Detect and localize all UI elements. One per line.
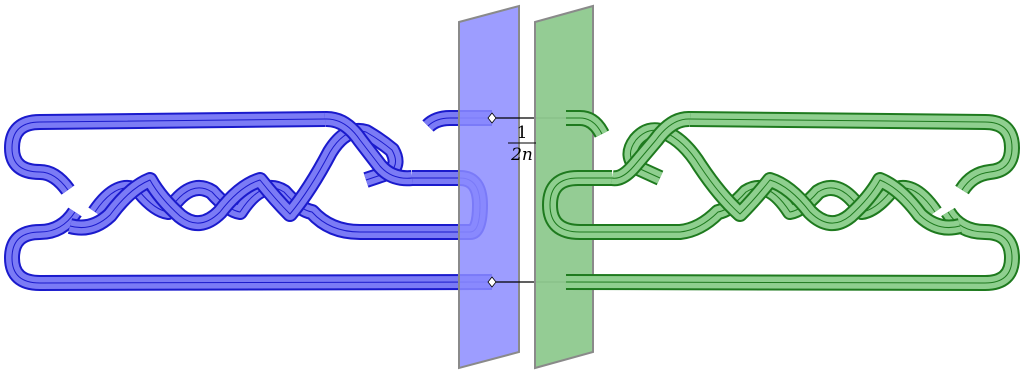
green-twist-chain — [542, 110, 963, 240]
green-band-top — [689, 111, 1020, 195]
endpoint-marker — [487, 276, 497, 288]
blue-tangle — [4, 110, 493, 291]
blue-band-top — [4, 111, 326, 195]
fraction-numerator: 1 — [517, 123, 528, 143]
blue-band-bottom — [4, 207, 493, 291]
blue-plane — [458, 4, 520, 370]
fraction-denominator: 2n — [510, 145, 533, 165]
endpoint-marker — [487, 112, 497, 124]
green-tangle — [542, 110, 1020, 291]
distance-label: 1 2n — [508, 123, 536, 165]
connector-endpoints — [487, 112, 497, 288]
green-band-bottom — [565, 207, 1020, 291]
blue-twist-chain — [67, 110, 492, 240]
